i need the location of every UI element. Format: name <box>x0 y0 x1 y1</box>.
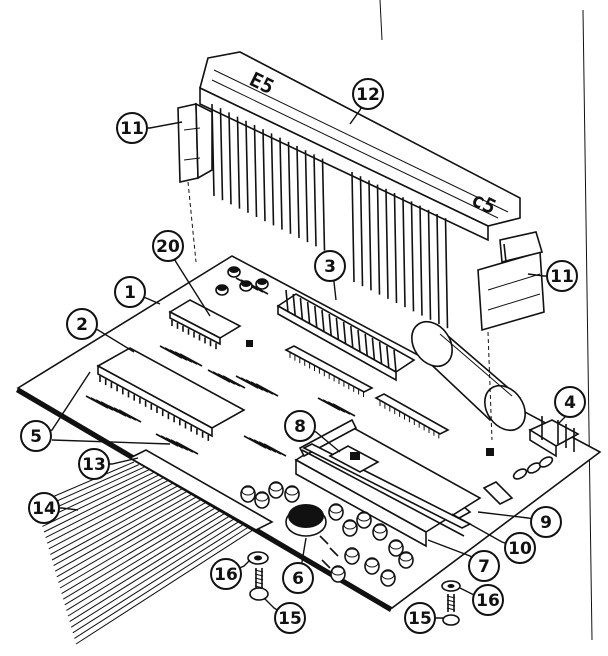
pin-header-strip <box>284 345 374 397</box>
callout-circle <box>546 260 578 292</box>
callout-3: 3 <box>314 250 346 282</box>
callout-9: 9 <box>530 506 562 538</box>
callout-1: 1 <box>114 276 146 308</box>
callout-15: 15 <box>274 602 306 634</box>
small-ic-chip <box>168 299 242 350</box>
callout-circle <box>472 584 504 616</box>
mounting-bracket-right <box>477 231 545 332</box>
callout-circle <box>314 250 346 282</box>
callout-number: 12 <box>356 85 380 105</box>
display-window-edge <box>213 69 509 213</box>
callout-10: 10 <box>504 532 536 564</box>
callout-number: 14 <box>32 499 56 519</box>
assembly-guide <box>187 181 197 263</box>
callout-number: 6 <box>292 569 304 589</box>
callout-number: 16 <box>476 591 500 611</box>
callout-2: 2 <box>66 308 98 340</box>
callout-number: 8 <box>294 417 306 437</box>
callout-circle <box>210 558 242 590</box>
callout-circle <box>116 112 148 144</box>
display-front-face <box>199 86 489 242</box>
callout-15: 15 <box>404 602 436 634</box>
display-window-edge <box>211 79 499 219</box>
callout-number: 13 <box>82 455 106 475</box>
callout-6: 6 <box>282 562 314 594</box>
callout-number: 15 <box>408 609 432 629</box>
callout-circle <box>78 448 110 480</box>
callout-circle <box>554 386 586 418</box>
small-capacitors <box>240 481 414 587</box>
callout-number: 4 <box>564 393 576 413</box>
callout-number: 11 <box>550 267 574 287</box>
callout-circle <box>114 276 146 308</box>
callout-circle <box>468 550 500 582</box>
pin-header-strip <box>374 393 450 439</box>
callout-16: 16 <box>210 558 242 590</box>
large-ic-chip <box>96 347 246 441</box>
callout-circle <box>404 602 436 634</box>
callout-number: 10 <box>508 539 532 559</box>
mounting-bracket-left <box>177 102 213 183</box>
screw-assembly-left <box>247 551 269 601</box>
relay-chip <box>328 445 380 473</box>
callout-circle <box>274 602 306 634</box>
callout-number: 3 <box>324 257 336 277</box>
electrolytic-capacitor <box>411 320 526 432</box>
callout-circle <box>66 308 98 340</box>
callout-12: 12 <box>352 78 384 110</box>
callout-number: 20 <box>156 237 180 257</box>
callout-14: 14 <box>28 492 60 524</box>
callout-5: 5 <box>20 420 52 452</box>
display-pins <box>211 103 449 329</box>
callout-number: 2 <box>76 315 88 335</box>
display-connector <box>276 289 416 382</box>
buzzer <box>285 504 327 537</box>
scan-line <box>582 9 593 641</box>
callout-circle <box>352 78 384 110</box>
callout-11: 11 <box>546 260 578 292</box>
callout-number: 16 <box>214 565 238 585</box>
callout-16: 16 <box>472 584 504 616</box>
callout-8: 8 <box>284 410 316 442</box>
mount-hole <box>486 448 494 456</box>
callout-circle <box>504 532 536 564</box>
callout-circle <box>530 506 562 538</box>
display-module: E5 c5 <box>199 51 521 329</box>
callout-number: 1 <box>124 283 136 303</box>
callout-circle <box>28 492 60 524</box>
callout-circle <box>282 562 314 594</box>
callout-circle <box>284 410 316 442</box>
callout-number: 11 <box>120 119 144 139</box>
screw-assembly-right <box>441 580 461 626</box>
scan-line <box>379 0 383 41</box>
callout-11: 11 <box>116 112 148 144</box>
callout-circle <box>20 420 52 452</box>
callout-circle <box>152 230 184 262</box>
callout-number: 5 <box>30 427 42 447</box>
callout-13: 13 <box>78 448 110 480</box>
callout-number: 7 <box>478 557 490 577</box>
ribbon-connector <box>128 449 274 531</box>
callout-20: 20 <box>152 230 184 262</box>
callout-leader <box>51 439 171 445</box>
mount-hole <box>246 340 253 347</box>
callout-7: 7 <box>468 550 500 582</box>
callout-number: 9 <box>540 513 552 533</box>
callout-number: 15 <box>278 609 302 629</box>
callout-4: 4 <box>554 386 586 418</box>
